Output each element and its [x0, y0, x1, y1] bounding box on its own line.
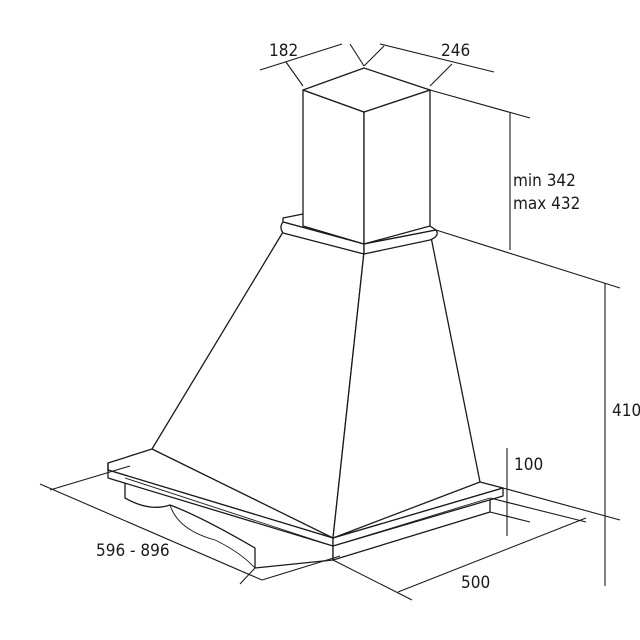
dimension-lines [39, 43, 621, 601]
base-ledge-front [124, 477, 334, 547]
label-chimney-depth: 182 [269, 41, 298, 61]
base-front-scallop [169, 504, 256, 569]
label-depth: 500 [461, 573, 490, 593]
chimney-front [302, 89, 365, 245]
base-ledge-side [332, 497, 491, 547]
label-chimney-width: 246 [441, 41, 470, 61]
label-frame-height: 100 [514, 455, 543, 475]
label-hood-height: 410 [612, 401, 640, 421]
base-rim-side [332, 487, 504, 547]
label-chimney-height-max: max 432 [513, 194, 580, 214]
label-width-range: 596 - 896 [96, 541, 170, 561]
label-chimney-height-min: min 342 [513, 171, 576, 191]
collar-front [280, 221, 365, 255]
base-front-panel [124, 477, 334, 569]
chimney-right [363, 89, 431, 245]
hood-drawing [107, 67, 504, 569]
